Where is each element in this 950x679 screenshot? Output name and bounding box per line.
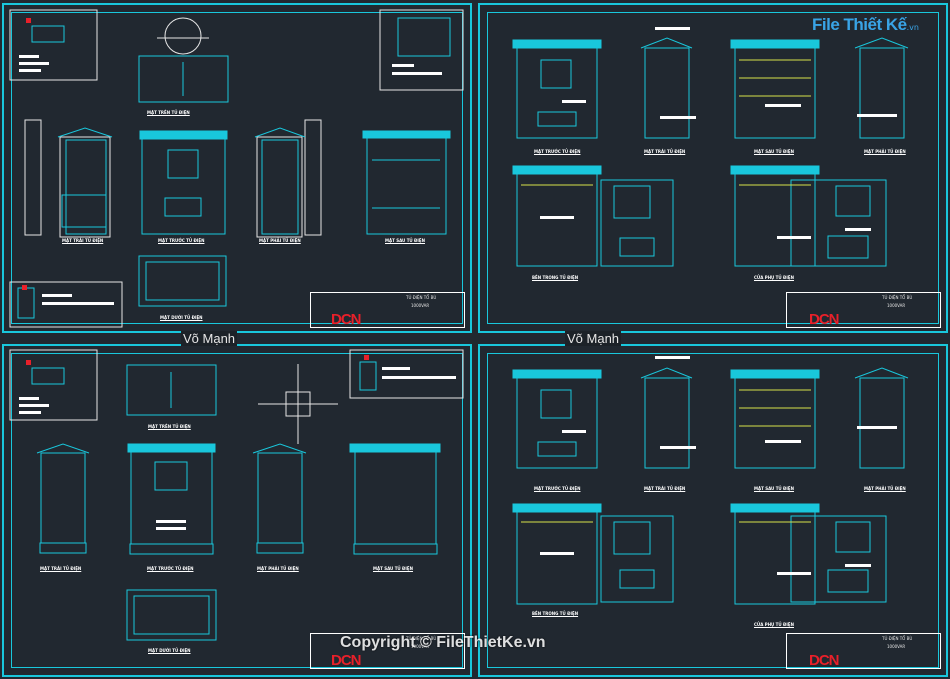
caption-bottom-view: MẶT DƯỚI TỦ ĐIỆN — [148, 648, 191, 653]
site-logo[interactable]: File Thiết Kế.vn — [812, 15, 919, 35]
company-logo: DCN — [809, 652, 839, 669]
caption-left-view: MẶT TRÁI TỦ ĐIỆN — [40, 566, 82, 571]
caption-front-view: MẶT TRƯỚC TỦ ĐIỆN — [534, 486, 581, 491]
title-block-title: TỦ ĐIỆN TỔ BÙ — [882, 295, 913, 300]
caption-left-view: MẶT TRÁI TỦ ĐIỆN — [644, 486, 686, 491]
copyright-watermark: Copyright © FileThietKe.vn — [340, 634, 546, 651]
company-logo: DCN — [331, 311, 361, 328]
title-block-size: 1000VAR — [411, 303, 430, 308]
caption-right-view: MẶT PHẢI TỦ ĐIỆN — [259, 238, 301, 243]
caption-front-view: MẶT TRƯỚC TỦ ĐIỆN — [534, 149, 581, 154]
caption-back-view: MẶT SAU TỦ ĐIỆN — [373, 566, 413, 571]
company-logo: DCN — [331, 652, 361, 669]
sheet-top-right[interactable] — [478, 3, 948, 333]
title-block-title: TỦ ĐIỆN TỔ BÙ — [882, 636, 913, 641]
caption-front-view: MẶT TRƯỚC TỦ ĐIỆN — [158, 238, 205, 243]
site-logo-text: File Thiết Kế — [812, 15, 907, 34]
caption-bottom-view: MẶT DƯỚI TỦ ĐIỆN — [160, 315, 203, 320]
caption-sub-door: CỬA PHỤ TỦ ĐIỆN — [754, 275, 794, 280]
title-block-size: 1000VAR — [411, 644, 430, 649]
sheet-bottom-right[interactable] — [478, 344, 948, 677]
title-block: TỦ ĐIỆN TỔ BÙ 1000VAR DCN — [786, 292, 941, 328]
title-block: TỦ ĐIỆN TỔ BÙ 1000VAR DCN — [310, 633, 465, 669]
title-block: TỦ ĐIỆN TỔ BÙ 1000VAR DCN — [786, 633, 941, 669]
author-label: Võ Mạnh — [565, 331, 622, 346]
caption-left-view: MẶT TRÁI TỦ ĐIỆN — [644, 149, 686, 154]
caption-back-view: MẶT SAU TỦ ĐIỆN — [754, 486, 794, 491]
caption-top-view: MẶT TRÊN TỦ ĐIỆN — [148, 424, 191, 429]
caption-back-view: MẶT SAU TỦ ĐIỆN — [385, 238, 425, 243]
caption-inside-view: BÊN TRONG TỦ ĐIỆN — [532, 275, 579, 280]
caption-right-view: MẶT PHẢI TỦ ĐIỆN — [257, 566, 299, 571]
title-block-size: 1000VAR — [887, 303, 906, 308]
company-logo: DCN — [809, 311, 839, 328]
author-label: Võ Mạnh — [181, 331, 238, 346]
caption-left-view: MẶT TRÁI TỦ ĐIỆN — [62, 238, 104, 243]
caption-right-view: MẶT PHẢI TỦ ĐIỆN — [864, 486, 906, 491]
title-block-size: 1000VAR — [887, 644, 906, 649]
caption-front-view: MẶT TRƯỚC TỦ ĐIỆN — [147, 566, 194, 571]
caption-inside-view: BÊN TRONG TỦ ĐIỆN — [532, 611, 579, 616]
title-block: TỦ ĐIỆN TỔ BÙ 1000VAR DCN — [310, 292, 465, 328]
title-block-title: TỦ ĐIỆN TỔ BÙ — [406, 295, 437, 300]
site-logo-suffix: .vn — [906, 23, 919, 32]
caption-sub-door: CỬA PHỤ TỦ ĐIỆN — [754, 622, 794, 627]
caption-top-view: MẶT TRÊN TỦ ĐIỆN — [147, 110, 190, 115]
title-block-title: TỦ ĐIỆN TỔ BÙ — [406, 636, 437, 641]
caption-back-view: MẶT SAU TỦ ĐIỆN — [754, 149, 794, 154]
caption-right-view: MẶT PHẢI TỦ ĐIỆN — [864, 149, 906, 154]
